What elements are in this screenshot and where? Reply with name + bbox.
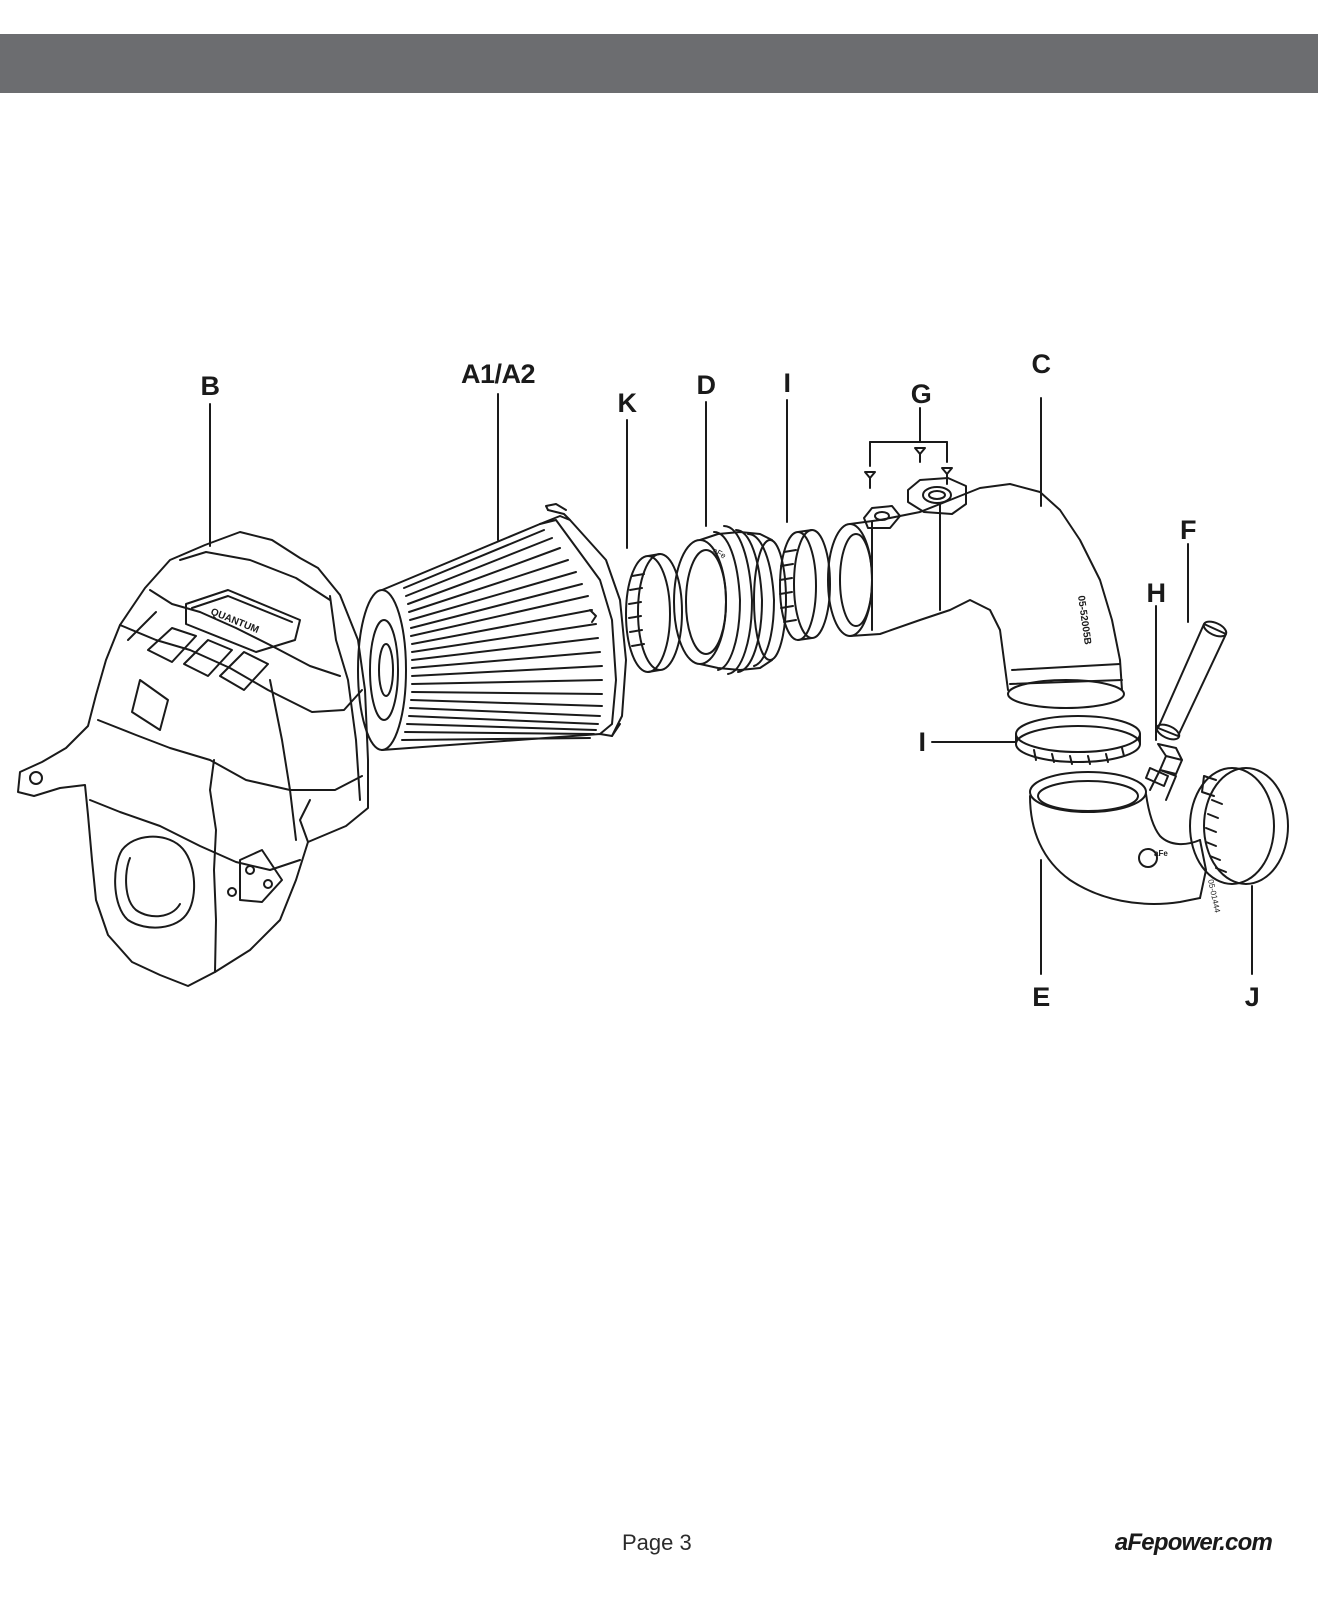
fitting-part-h [1145, 743, 1183, 787]
callout-g: G [910, 379, 932, 409]
callout-f: F [1180, 515, 1197, 545]
callout-i-lower: I [918, 727, 926, 757]
website-url: aFepower.com [1114, 1529, 1273, 1556]
clamp-part-i-upper [779, 529, 831, 641]
callout-j: J [1244, 982, 1260, 1012]
svg-text:05-52005B: 05-52005B [1075, 595, 1093, 646]
callout-d: D [696, 370, 717, 400]
clamp-part-k [625, 553, 683, 673]
hose-part-f [1155, 620, 1228, 741]
callout-i-upper: I [783, 368, 791, 398]
intake-tube-part-c: 05-52005B [827, 477, 1125, 709]
clamp-part-j [1189, 767, 1289, 885]
header-bar [0, 34, 1318, 93]
callout-b: B [200, 371, 221, 401]
cone-air-filter-part-a [357, 503, 627, 751]
coupler-part-d: aFe [673, 525, 787, 675]
callout-k: K [617, 388, 638, 418]
callout-e: E [1032, 982, 1050, 1012]
clamp-part-i-lower [1015, 715, 1141, 765]
page-number: Page 3 [622, 1530, 692, 1555]
callout-a1-a2: A1/A2 [460, 359, 536, 389]
elbow-tube-part-e: aFe 05-01444 [1029, 769, 1222, 914]
callout-h: H [1146, 578, 1167, 608]
svg-text:05-01444: 05-01444 [1206, 879, 1222, 914]
callout-c: C [1031, 349, 1052, 379]
leader-lines [209, 393, 1253, 975]
airbox-part-b: QUANTUM [17, 531, 369, 987]
svg-text:aFe: aFe [1154, 849, 1168, 858]
svg-text:QUANTUM: QUANTUM [209, 607, 261, 636]
screws-part-g [864, 447, 953, 489]
